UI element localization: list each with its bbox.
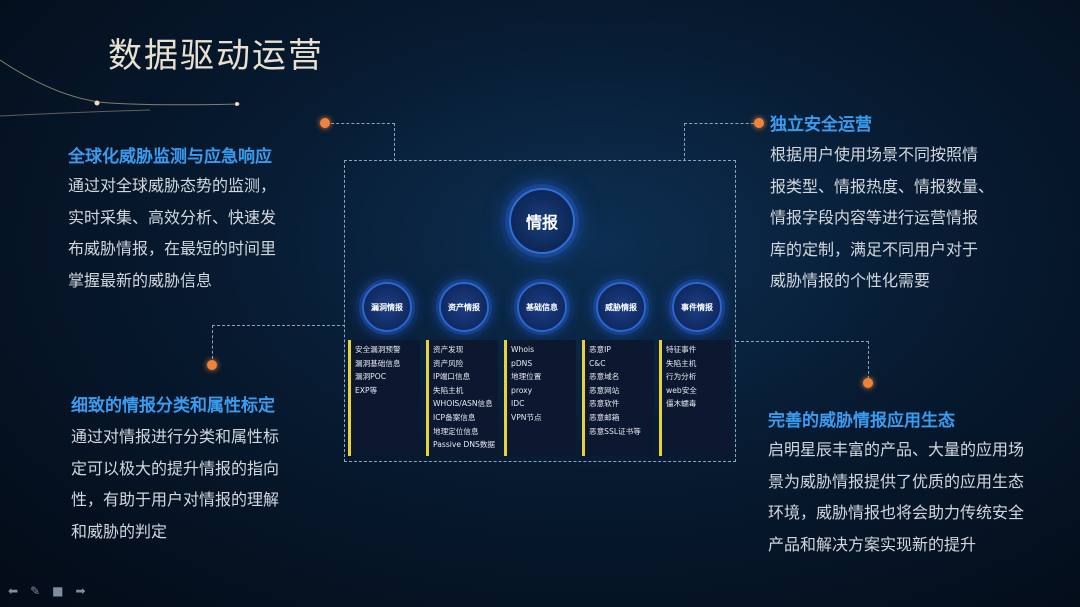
right-top-body: 根据用户使用场景不同按照情 报类型、情报热度、情报数量、 情报字段内容等进行运营… [770,145,995,290]
category-circle-vuln: 漏洞情报 [362,282,412,332]
connector-dot-right-bottom [863,378,873,388]
connector-dot-right-top [754,118,764,128]
category-list-asset: 资产发现 资产风险 IP端口信息 失陷主机 WHOIS/ASN信息 ICP备案信… [426,340,498,456]
next-arrow-icon[interactable]: ➡ [75,584,86,598]
list-item: Passive DNS数据 [433,440,496,450]
list-item: C&C [589,358,606,368]
intel-diagram-frame [344,160,736,462]
left-top-body: 通过对全球威胁态势的监测， 实时采集、高效分析、快速发 布威胁情报，在最短的时间… [68,176,277,290]
screen-icon[interactable]: ■ [52,584,64,598]
intel-hub-circle: 情报 [509,188,575,254]
list-item: 资产风险 [433,358,464,368]
pen-icon[interactable]: ✎ [30,584,41,598]
list-item: IP端口信息 [433,372,471,382]
prev-arrow-icon[interactable]: ⬅ [8,584,19,598]
connector-left-bottom [212,325,345,364]
decorative-curve [0,59,241,117]
connector-dot-left-top [320,118,330,128]
connector-dot-left-bottom [207,360,217,370]
list-item: web安全 [666,385,697,395]
list-item: 恶意邮箱 [589,412,620,422]
list-item: 行为分析 [666,372,697,382]
list-item: Whois [511,345,535,354]
page-title: 数据驱动运营 [108,36,324,76]
list-item: 资产发现 [433,345,464,354]
connector-right-top [684,123,759,161]
category-circle-event: 事件情报 [672,282,722,332]
left-top-title: 全球化威胁监测与应急响应 [68,147,272,167]
right-bottom-body: 启明星辰丰富的产品、大量的应用场 景为威胁情报提供了优质的应用生态 环境，威胁情… [768,440,1025,554]
category-list-threat: 恶意IP C&C 恶意域名 恶意网站 恶意软件 恶意邮箱 恶意SSL证书等 [582,340,654,456]
list-item: 恶意IP [589,345,612,354]
category-list-basic: Whois pDNS 地理位置 proxy IDC VPN节点 [504,340,576,456]
list-item: 僵木蠕毒 [666,399,697,409]
list-item: VPN节点 [511,412,542,422]
list-item: 漏洞POC [355,372,387,382]
list-item: 恶意域名 [589,372,620,382]
list-item: 特征事件 [666,345,697,354]
list-item: 失陷主机 [433,385,464,395]
list-item: EXP等 [355,385,378,395]
list-item: pDNS [511,358,533,368]
list-item: 安全漏洞预警 [355,345,401,354]
left-bottom-title: 细致的情报分类和属性标定 [71,396,275,416]
left-bottom-body: 通过对情报进行分类和属性标 定可以极大的提升情报的指向 性，有助于用户对情报的理… [71,427,280,541]
category-circle-basic: 基础信息 [517,282,567,332]
category-list-event: 特征事件 失陷主机 行为分析 web安全 僵木蠕毒 [659,340,731,456]
category-circle-asset: 资产情报 [439,282,489,332]
list-item: 地理位置 [511,372,542,382]
list-item: 地理定位信息 [433,426,479,436]
right-top-title: 独立安全运营 [770,115,872,135]
list-item: 恶意网站 [589,385,620,395]
list-item: 失陷主机 [666,358,697,368]
list-item: 漏洞基础信息 [355,358,401,368]
list-item: proxy [511,385,533,395]
list-item: 恶意SSL证书等 [589,426,641,436]
connector-right-bottom [736,341,869,384]
list-item: WHOIS/ASN信息 [433,399,493,409]
connector-left-top [326,123,395,161]
list-item: ICP备案信息 [433,412,476,422]
right-bottom-title: 完善的威胁情报应用生态 [768,411,955,431]
list-item: IDC [511,399,525,409]
list-item: 恶意软件 [589,399,620,409]
category-circle-threat: 威胁情报 [596,282,646,332]
category-list-vuln: 安全漏洞预警 漏洞基础信息 漏洞POC EXP等 [348,340,420,456]
slideshow-controls: ⬅ ✎ ■ ➡ [8,584,86,598]
